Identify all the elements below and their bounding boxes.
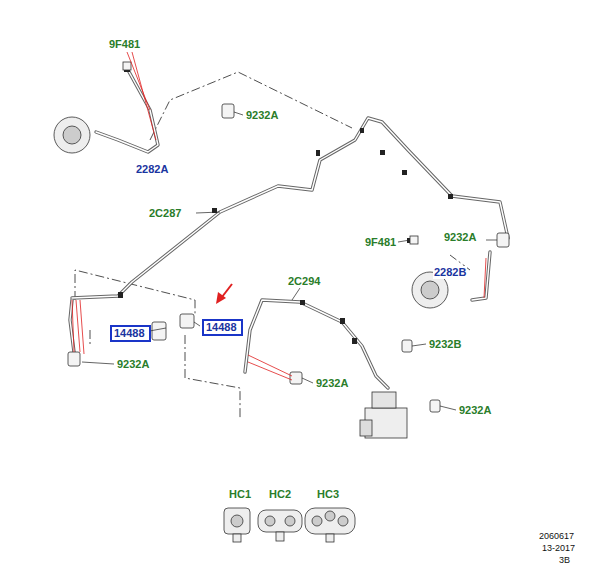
callout-number: HC1	[228, 488, 252, 501]
callout-number: 2C294	[287, 275, 321, 288]
callout-number: 9232A	[315, 377, 349, 390]
part-number-box: 14488	[202, 319, 243, 336]
callout-number: HC3	[316, 488, 340, 501]
callout-number: 2282B	[433, 266, 467, 279]
callout-number: 9232A	[245, 109, 279, 122]
callout-number: 2C287	[148, 207, 182, 220]
callout-number: HC2	[268, 488, 292, 501]
callout-number: 3B	[558, 555, 571, 566]
callout-number: 9232A	[458, 404, 492, 417]
callout-number: 2282A	[135, 163, 169, 176]
callout-number: 2060617	[538, 531, 575, 542]
callout-number: 13-2017	[541, 543, 576, 554]
callout-number: 9F481	[364, 236, 397, 249]
callout-number: 9232A	[443, 231, 477, 244]
part-number-box: 14488	[110, 325, 151, 342]
callout-number: 9232B	[428, 338, 462, 351]
callout-number: 9232A	[116, 358, 150, 371]
part-number: 14488	[112, 327, 149, 340]
callout-number: 9F481	[108, 38, 141, 51]
part-number: 14488	[204, 321, 241, 334]
